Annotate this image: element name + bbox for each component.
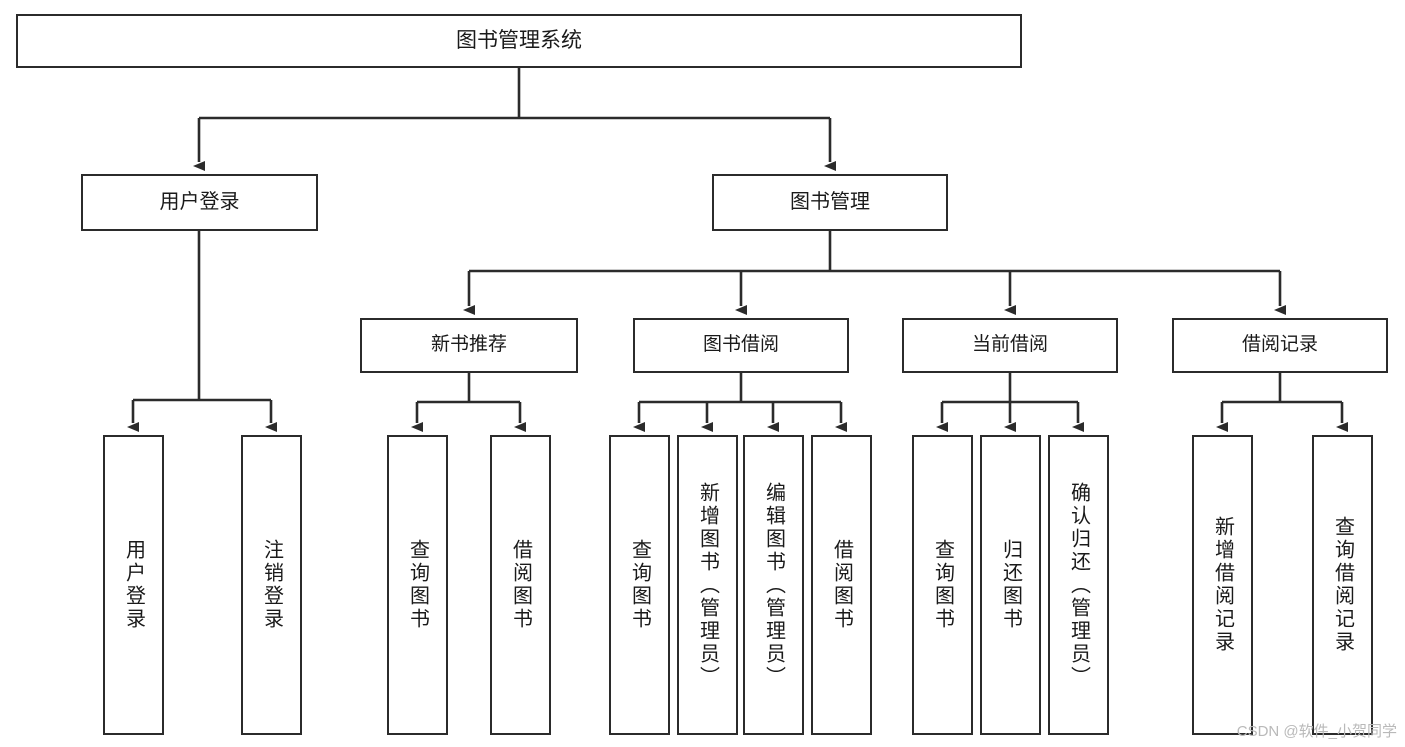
node-user-login-label: 用户登录: [159, 190, 240, 213]
leaf-user-login-logout[interactable]: 注销登录: [241, 435, 302, 735]
leaf-record-query-label: 查询借阅记录: [1331, 516, 1354, 654]
leaf-new-book-borrow[interactable]: 借阅图书: [490, 435, 551, 735]
leaf-user-login-login[interactable]: 用户登录: [103, 435, 164, 735]
leaf-borrow-query-book[interactable]: 查询图书: [609, 435, 670, 735]
node-book-management[interactable]: 图书管理: [712, 174, 948, 231]
leaf-current-return-book[interactable]: 归还图书: [980, 435, 1041, 735]
node-user-login[interactable]: 用户登录: [81, 174, 318, 231]
leaf-new-book-query[interactable]: 查询图书: [387, 435, 448, 735]
leaf-borrow-borrow-book-label: 借阅图书: [830, 539, 853, 631]
leaf-record-add[interactable]: 新增借阅记录: [1192, 435, 1253, 735]
watermark-text: CSDN @软件_小贺同学: [1236, 723, 1397, 740]
node-book-borrow[interactable]: 图书借阅: [633, 318, 849, 373]
node-borrow-record-label: 借阅记录: [1241, 334, 1318, 356]
node-borrow-record[interactable]: 借阅记录: [1172, 318, 1388, 373]
leaf-current-confirm-return-label: 确认归还（管理员）: [1067, 481, 1090, 689]
node-root-label: 图书管理系统: [456, 28, 582, 52]
leaf-borrow-borrow-book[interactable]: 借阅图书: [811, 435, 872, 735]
leaf-borrow-add-book[interactable]: 新增图书（管理员）: [677, 435, 738, 735]
leaf-current-confirm-return[interactable]: 确认归还（管理员）: [1048, 435, 1109, 735]
leaf-current-query-book-label: 查询图书: [931, 539, 954, 631]
node-root[interactable]: 图书管理系统: [16, 14, 1022, 68]
leaf-current-query-book[interactable]: 查询图书: [912, 435, 973, 735]
leaf-new-book-query-label: 查询图书: [406, 539, 429, 631]
leaf-user-login-logout-label: 注销登录: [260, 539, 283, 631]
node-book-borrow-label: 图书借阅: [702, 334, 779, 356]
leaf-borrow-query-book-label: 查询图书: [628, 539, 651, 631]
node-current-borrow-label: 当前借阅: [971, 334, 1048, 356]
leaf-borrow-edit-book-label: 编辑图书（管理员）: [762, 481, 785, 689]
node-new-book-recommend[interactable]: 新书推荐: [360, 318, 578, 373]
leaf-borrow-add-book-label: 新增图书（管理员）: [696, 481, 719, 689]
leaf-borrow-edit-book[interactable]: 编辑图书（管理员）: [743, 435, 804, 735]
node-current-borrow[interactable]: 当前借阅: [902, 318, 1118, 373]
node-book-management-label: 图书管理: [790, 190, 870, 213]
leaf-record-add-label: 新增借阅记录: [1211, 516, 1234, 654]
leaf-record-query[interactable]: 查询借阅记录: [1312, 435, 1373, 735]
node-new-book-recommend-label: 新书推荐: [430, 334, 507, 356]
leaf-user-login-login-label: 用户登录: [122, 539, 145, 631]
leaf-new-book-borrow-label: 借阅图书: [509, 539, 532, 631]
leaf-current-return-book-label: 归还图书: [999, 539, 1022, 631]
